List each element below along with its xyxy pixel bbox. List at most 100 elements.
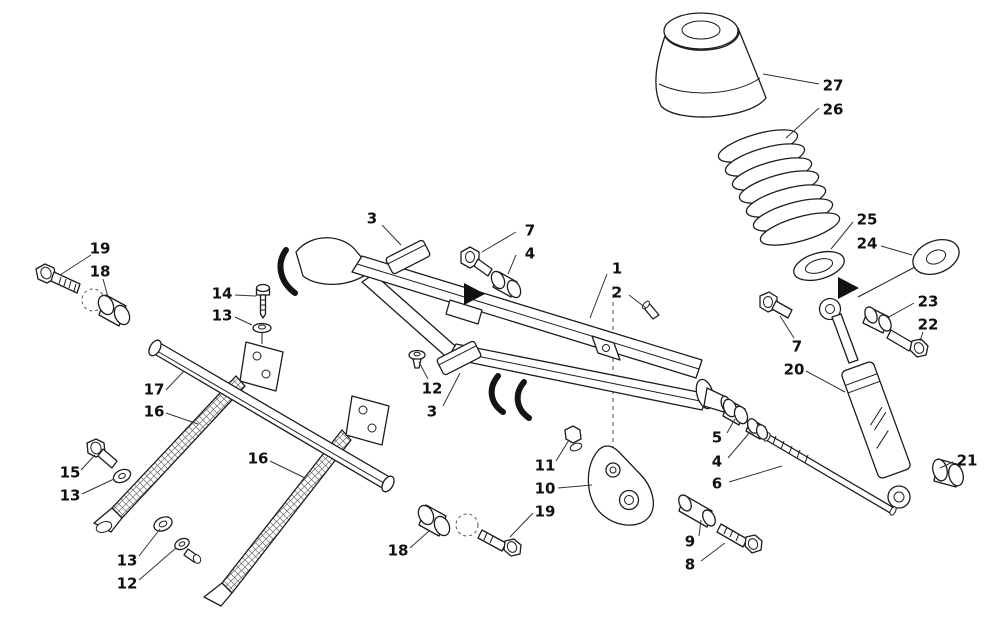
callout-label-17: 17 — [144, 380, 165, 398]
part-plate-mid — [436, 340, 482, 376]
part-bolt-bottom-middle — [477, 529, 522, 557]
leader-line-12-mid — [418, 361, 429, 380]
part-bolt-bracket — [564, 425, 583, 452]
part-rail-left — [93, 341, 284, 533]
callout-label-10: 10 — [535, 479, 556, 497]
callout-label-2: 2 — [612, 283, 622, 301]
ghost-washer-bottom — [455, 513, 479, 537]
callout-label-25: 25 — [857, 210, 878, 228]
part-spring-seat — [857, 239, 960, 298]
callout-label-13-left: 13 — [60, 486, 81, 504]
callout-label-19-bottom: 19 — [535, 502, 556, 520]
callout-label-23: 23 — [918, 292, 939, 310]
leader-line-24 — [880, 245, 913, 256]
callout-label-13-foot: 13 — [117, 551, 138, 569]
part-shock-absorber — [818, 297, 911, 509]
callout-label-5: 5 — [712, 428, 722, 446]
part-idler-bracket — [587, 445, 654, 526]
part-bushing-lower-shock — [932, 458, 964, 488]
leader-line-9 — [698, 519, 702, 537]
part-bushing-armend-small — [745, 418, 769, 440]
assembly-arrow-2 — [838, 277, 859, 299]
leader-line-4-arm — [507, 254, 517, 275]
leader-line-10 — [557, 484, 593, 489]
leader-line-6 — [728, 465, 783, 483]
part-bolt-shock-top — [759, 291, 793, 319]
part-bolt-upper-arm — [460, 246, 493, 277]
leader-line-12-foot — [138, 547, 177, 581]
assembly-arrow-1 — [464, 283, 485, 305]
leader-line-7-shock — [779, 315, 795, 339]
leader-line-13-foot — [138, 528, 161, 557]
callout-label-22: 22 — [918, 315, 939, 333]
leader-line-21 — [939, 461, 954, 469]
leader-line-15 — [80, 454, 96, 471]
part-front-arm-frame — [277, 237, 732, 470]
part-washer-bottomleft — [112, 468, 132, 484]
assembly-arrows — [464, 277, 859, 305]
callout-label-11: 11 — [535, 456, 556, 474]
leader-line-3-top — [381, 224, 402, 246]
leader-line-22 — [919, 331, 924, 342]
leader-line-16-right — [269, 460, 306, 479]
callout-label-20: 20 — [784, 360, 805, 378]
leader-line-18-bottom — [409, 530, 430, 549]
callout-label-18-bottom: 18 — [388, 541, 409, 559]
part-pin — [642, 300, 660, 320]
leader-line-2 — [628, 294, 647, 309]
callout-label-7-arm: 7 — [525, 221, 535, 239]
part-bushing-topleft — [97, 294, 131, 327]
leader-line-19-topleft — [59, 254, 92, 276]
leader-line-1 — [589, 273, 608, 319]
part-bushing-bottom — [417, 504, 451, 537]
part-bolt-vertical — [255, 283, 271, 319]
callout-label-9: 9 — [685, 532, 695, 550]
part-washer-foot-large — [153, 516, 173, 532]
leader-line-25 — [830, 221, 854, 250]
leader-line-3-mid — [442, 372, 461, 407]
callout-label-3-top: 3 — [367, 209, 377, 227]
callout-label-6: 6 — [712, 474, 722, 492]
callout-label-19-topleft: 19 — [90, 239, 111, 257]
part-washer-mid — [408, 349, 426, 369]
callout-label-15: 15 — [60, 463, 81, 481]
part-bushing-upper-shock — [862, 306, 892, 334]
part-pivot-tube — [148, 339, 395, 493]
callout-label-14: 14 — [212, 284, 233, 302]
callout-label-1: 1 — [612, 259, 622, 277]
part-bolt-lower — [716, 523, 763, 554]
leader-line-7-arm — [481, 231, 517, 253]
part-coil-spring — [717, 129, 841, 246]
leader-line-27 — [762, 73, 820, 85]
leader-line-11 — [555, 439, 570, 462]
part-bushing-upper-arm — [490, 270, 522, 299]
part-rail-right — [203, 395, 390, 607]
leader-line-5 — [726, 418, 736, 434]
callout-label-26: 26 — [823, 100, 844, 118]
part-plate-top — [385, 239, 431, 275]
part-bolt-upper-shock — [886, 329, 929, 358]
part-bolt-bottomleft — [86, 438, 118, 469]
part-rubber-boot — [655, 12, 767, 118]
leader-line-4-rod — [727, 431, 751, 459]
part-bushing-armend-large — [722, 398, 749, 426]
leader-line-18-topleft — [102, 278, 109, 298]
leader-line-19-bottom — [509, 512, 534, 538]
leader-line-16-left — [165, 412, 199, 425]
part-spring-retainer — [793, 250, 845, 282]
callout-label-16-left: 16 — [144, 402, 165, 420]
callout-label-27: 27 — [823, 76, 844, 94]
callout-label-12-mid: 12 — [422, 379, 443, 397]
leader-line-17 — [165, 370, 185, 391]
leader-line-23 — [888, 302, 915, 318]
callout-label-16-right: 16 — [248, 449, 269, 467]
callout-label-18-topleft: 18 — [90, 262, 111, 280]
callout-labels: 2726252423227202119181413374121231716151… — [59, 73, 977, 592]
callout-label-4-arm: 4 — [525, 244, 535, 262]
callout-label-3-mid: 3 — [427, 402, 437, 420]
leader-line-8 — [700, 542, 726, 562]
leader-line-13-top — [234, 316, 253, 326]
callout-label-4-rod: 4 — [712, 452, 722, 470]
